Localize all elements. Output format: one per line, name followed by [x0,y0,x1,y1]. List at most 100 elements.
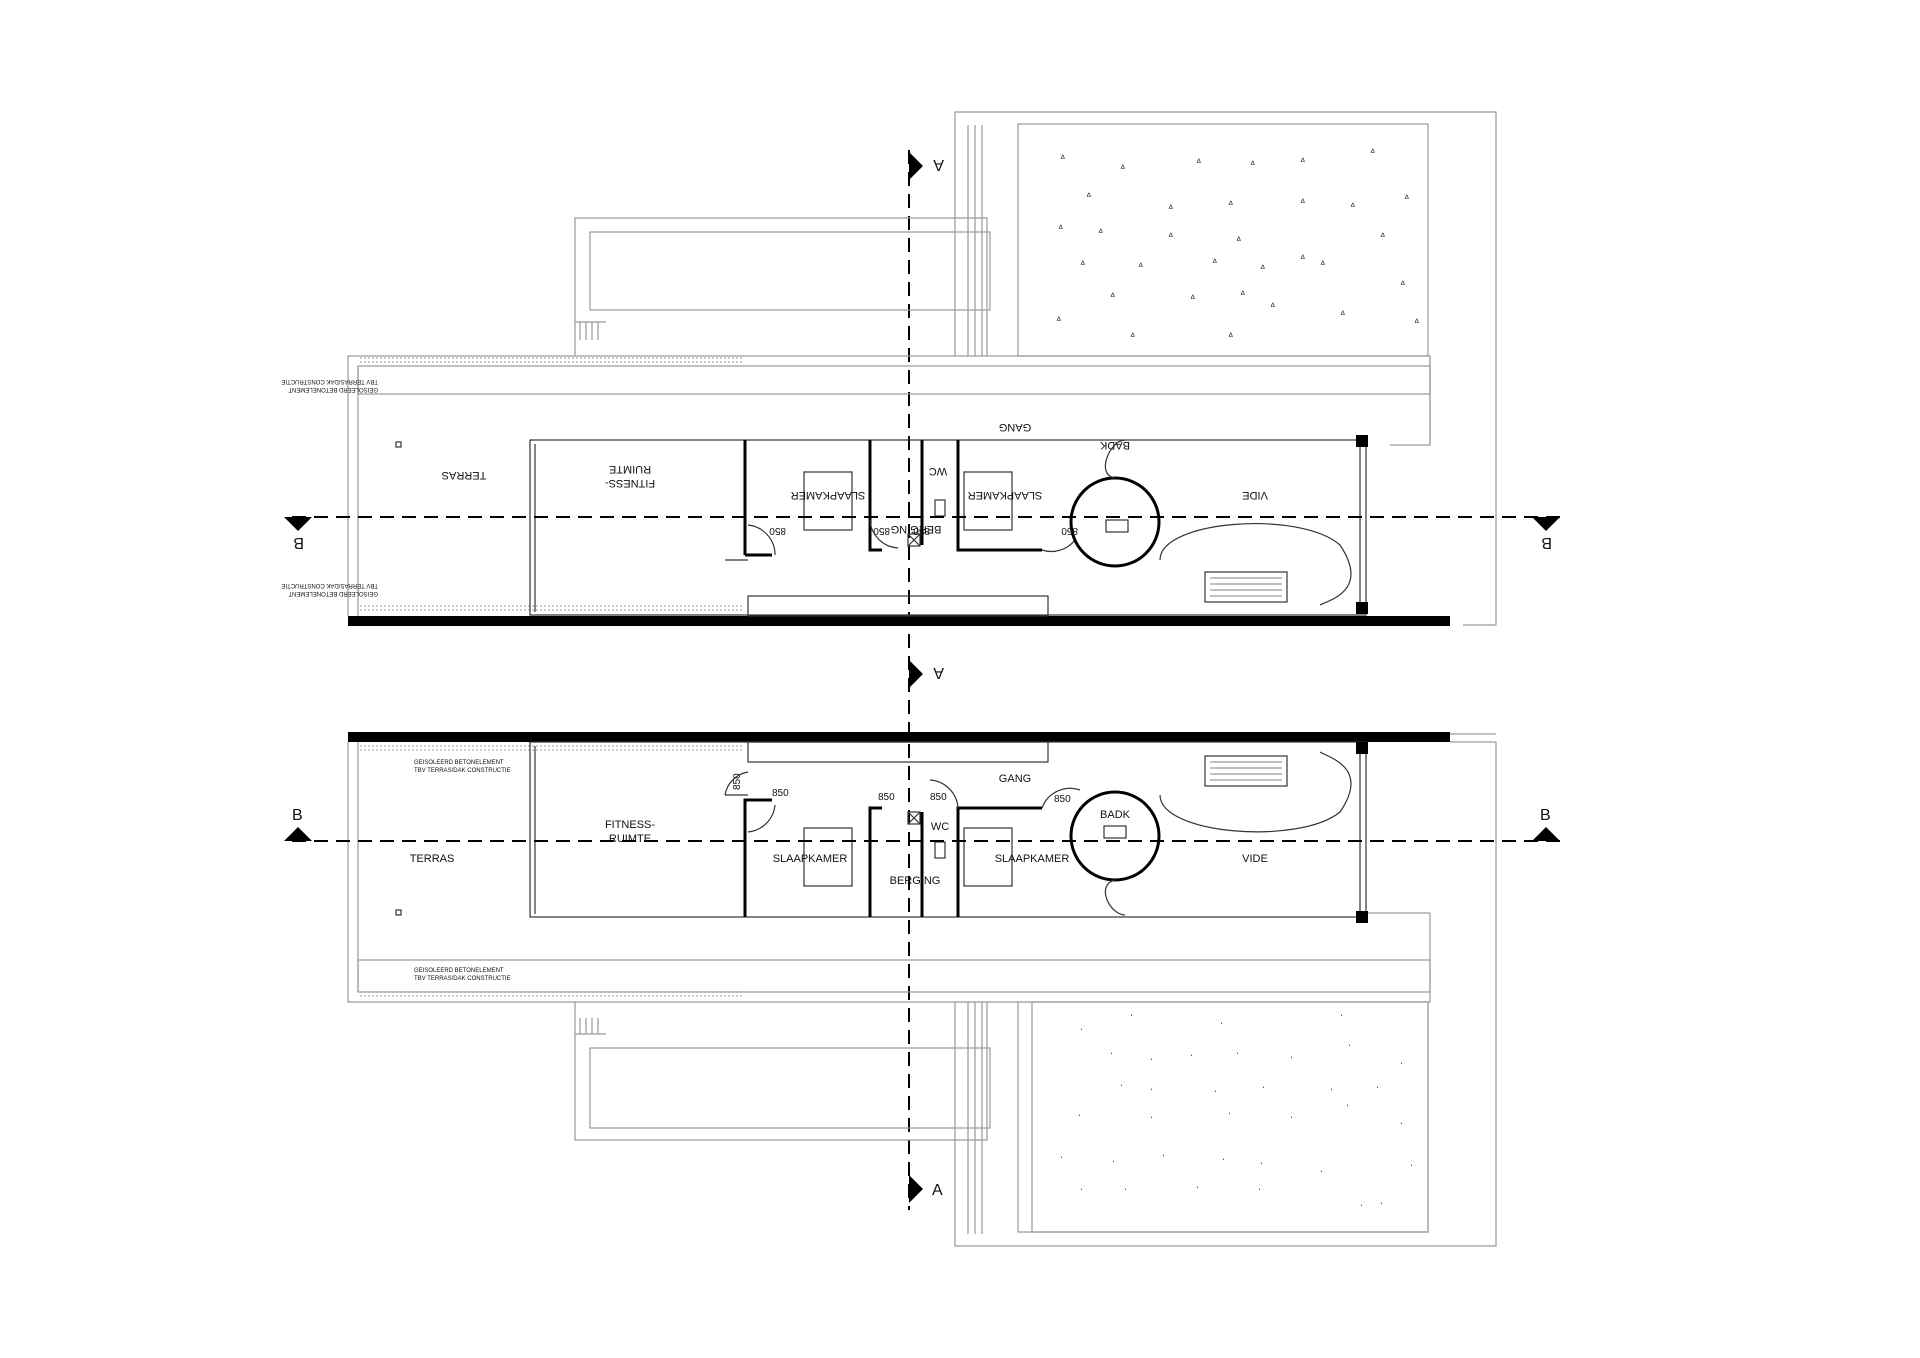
bathroom-round-top [1069,476,1161,568]
svg-text:ᐝ: ᐝ [1346,1104,1349,1115]
note-top-2a: GEISOLEERD BETONELEMENT [288,386,378,392]
column-bottom-2 [1356,911,1368,923]
svg-text:ᐝ: ᐝ [1376,1086,1379,1097]
svg-text:ᐞ: ᐞ [1414,318,1419,329]
svg-text:ᐝ: ᐝ [1290,1056,1293,1067]
note-bottom-1a: GEISOLEERD BETONELEMENT [414,760,504,766]
dim-top-4: 850 [1061,525,1078,536]
label-badk-top: BADK [1099,439,1130,451]
label-wc-bottom: WC [931,821,949,833]
svg-text:ᐝ: ᐝ [1236,1052,1239,1063]
svg-text:ᐞ: ᐞ [1236,236,1241,247]
svg-text:ᐝ: ᐝ [1124,1188,1127,1199]
svg-text:ᐝ: ᐝ [1162,1154,1165,1165]
svg-text:ᐞ: ᐞ [1060,154,1065,165]
svg-text:ᐝ: ᐝ [1112,1160,1115,1171]
section-a-label-bottom: A [932,1182,943,1199]
section-b-label-bottom-right: B [1540,807,1551,824]
label-badk-bottom: BADK [1100,809,1131,821]
svg-text:ᐞ: ᐞ [1212,258,1217,269]
label-gang-top: GANG [999,421,1031,433]
svg-text:ᐝ: ᐝ [1380,1202,1383,1213]
dim-bottom-2: 850 [878,792,895,803]
label-fitness-bottom-1: FITNESS- [605,819,655,831]
column-top-2 [1356,602,1368,614]
label-slaapkamer-top-2: SLAAPKAMER [968,489,1043,501]
svg-text:ᐝ: ᐝ [1290,1116,1293,1127]
svg-text:ᐝ: ᐝ [1222,1158,1225,1169]
svg-text:ᐞ: ᐞ [1058,224,1063,235]
svg-text:ᐝ: ᐝ [1400,1062,1403,1073]
svg-text:ᐝ: ᐝ [1330,1088,1333,1099]
svg-text:ᐞ: ᐞ [1300,157,1305,168]
svg-text:ᐝ: ᐝ [1080,1028,1083,1039]
dim-bottom-1: 850 [772,788,789,799]
note-bottom-1b: TBV TERRAS/DAK CONSTRUCTIE [414,768,511,774]
svg-text:ᐞ: ᐞ [1300,254,1305,265]
section-a-arrow-mid [909,660,923,688]
label-slaapkamer-bottom-1: SLAAPKAMER [773,853,848,865]
label-gang-bottom: GANG [999,773,1031,785]
svg-text:ᐞ: ᐞ [1086,192,1091,203]
svg-text:ᐞ: ᐞ [1380,232,1385,243]
svg-text:ᐞ: ᐞ [1270,302,1275,313]
svg-text:ᐞ: ᐞ [1098,228,1103,239]
column-top-1 [1356,435,1368,447]
svg-text:ᐝ: ᐝ [1260,1162,1263,1173]
svg-text:ᐞ: ᐞ [1300,198,1305,209]
svg-text:ᐞ: ᐞ [1240,290,1245,301]
svg-text:ᐞ: ᐞ [1168,204,1173,215]
svg-text:ᐞ: ᐞ [1340,310,1345,321]
column-bottom-1 [1356,742,1368,754]
svg-text:ᐝ: ᐝ [1228,1112,1231,1123]
svg-text:ᐞ: ᐞ [1350,202,1355,213]
svg-text:ᐞ: ᐞ [1110,292,1115,303]
dim-bottom-4: 850 [1054,794,1071,805]
section-a-label-top: A [933,156,944,173]
note-top-1a: GEISOLEERD BETONELEMENT [288,590,378,596]
svg-text:ᐞ: ᐞ [1320,260,1325,271]
section-b-label-top-left: B [293,534,304,551]
svg-text:ᐝ: ᐝ [1410,1164,1413,1175]
svg-text:ᐝ: ᐝ [1196,1186,1199,1197]
label-terras-top: TERRAS [442,469,487,481]
note-top-2b: TBV TERRAS/DAK CONSTRUCTIE [281,378,378,384]
svg-text:ᐝ: ᐝ [1110,1052,1113,1063]
svg-text:ᐝ: ᐝ [1080,1188,1083,1199]
svg-text:ᐞ: ᐞ [1168,232,1173,243]
label-fitness-top-2: RUIMTE [609,463,651,475]
svg-text:ᐝ: ᐝ [1150,1088,1153,1099]
svg-text:ᐝ: ᐝ [1150,1116,1153,1127]
svg-text:ᐝ: ᐝ [1400,1122,1403,1133]
label-terras-bottom: TERRAS [410,853,455,865]
svg-text:ᐞ: ᐞ [1250,160,1255,171]
label-slaapkamer-bottom-2: SLAAPKAMER [995,853,1070,865]
svg-text:ᐝ: ᐝ [1262,1086,1265,1097]
label-vide-bottom: VIDE [1242,853,1268,865]
svg-text:ᐝ: ᐝ [1360,1204,1363,1215]
label-fitness-top-1: FITNESS- [605,477,655,489]
note-top-1b: TBV TERRAS/DAK CONSTRUCTIE [281,582,378,588]
svg-text:ᐝ: ᐝ [1258,1188,1261,1199]
note-bottom-2b: TBV TERRAS/DAK CONSTRUCTIE [414,976,511,982]
svg-text:ᐞ: ᐞ [1260,264,1265,275]
svg-text:ᐝ: ᐝ [1348,1044,1351,1055]
svg-text:ᐞ: ᐞ [1120,164,1125,175]
svg-text:ᐞ: ᐞ [1400,280,1405,291]
svg-text:ᐞ: ᐞ [1370,148,1375,159]
svg-text:ᐞ: ᐞ [1138,262,1143,273]
section-a-label-mid: A [933,664,944,681]
svg-text:ᐞ: ᐞ [1196,158,1201,169]
section-a-arrow-bottom [909,1175,923,1203]
label-berging-top: BERGING [891,523,942,535]
label-berging-bottom: BERGING [890,875,941,887]
svg-text:ᐝ: ᐝ [1130,1014,1133,1025]
svg-text:ᐝ: ᐝ [1220,1022,1223,1033]
svg-text:ᐝ: ᐝ [1190,1054,1193,1065]
label-slaapkamer-top-1: SLAAPKAMER [791,489,866,501]
svg-text:ᐝ: ᐝ [1214,1090,1217,1101]
svg-text:ᐝ: ᐝ [1340,1014,1343,1025]
section-b-label-bottom-left: B [292,807,303,824]
